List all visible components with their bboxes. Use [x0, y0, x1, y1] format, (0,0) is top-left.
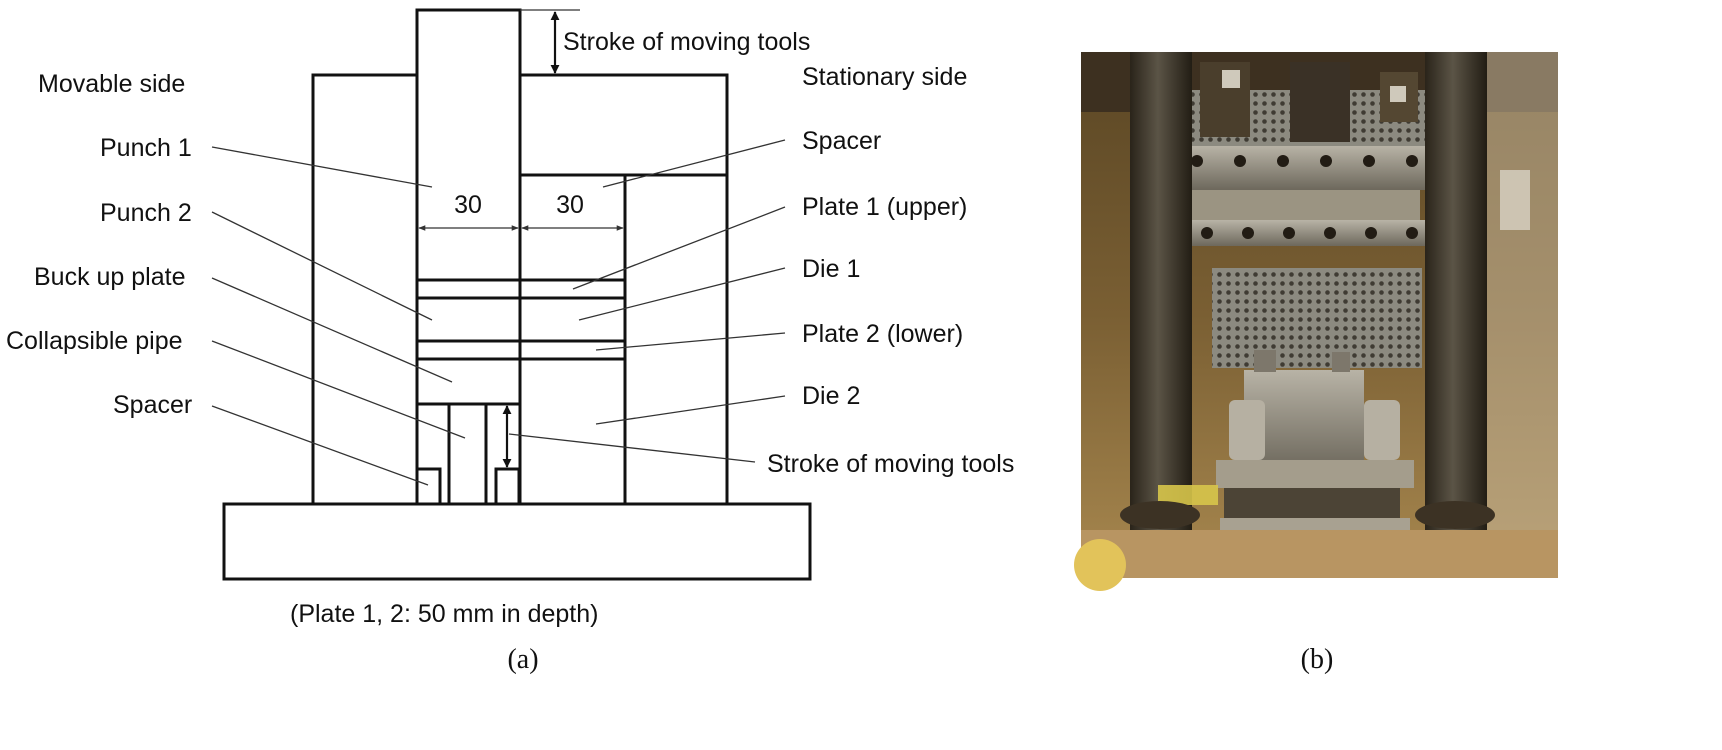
leader-plate-2 — [595, 332, 786, 351]
die-1-label: Die 1 — [802, 255, 860, 283]
stroke-top-label: Stroke of moving tools — [563, 28, 810, 56]
spacer-left-label: Spacer — [113, 391, 192, 419]
movable-side-label: Movable side — [38, 70, 185, 98]
movable-side-block — [311, 73, 417, 504]
plate-2-lower — [415, 339, 627, 361]
spacer-bottom-left — [415, 467, 442, 506]
leader-die-1 — [578, 267, 786, 321]
leader-spacer-left — [211, 405, 429, 486]
leader-plate-1 — [572, 206, 786, 290]
stationary-side-block — [520, 73, 729, 504]
collapsible-pipe — [447, 404, 488, 504]
dim-right-label: 30 — [556, 191, 584, 219]
spacer-right-label: Spacer — [802, 127, 881, 155]
leader-collapsible-pipe — [211, 340, 466, 439]
leader-spacer-right — [602, 139, 786, 188]
base-block — [222, 502, 812, 581]
leader-die-2 — [595, 395, 786, 425]
punch-2-label: Punch 2 — [100, 199, 192, 227]
plate-2-label: Plate 2 (lower) — [802, 320, 963, 348]
caption-a: (a) — [507, 644, 538, 675]
plate-1-upper — [415, 278, 627, 300]
schematic-diagram: 30 30 Stroke of moving tools Movable sid… — [6, 8, 1014, 628]
leader-buck-up-plate — [211, 277, 453, 383]
collapsible-pipe-label: Collapsible pipe — [6, 327, 183, 355]
punch-1-column — [415, 8, 522, 504]
leader-lines — [211, 139, 786, 486]
stationary-side-label: Stationary side — [802, 63, 967, 91]
leader-punch-2 — [211, 211, 433, 321]
stroke-bottom-label: Stroke of moving tools — [767, 450, 1014, 478]
depth-note: (Plate 1, 2: 50 mm in depth) — [290, 600, 598, 628]
leader-stroke-bottom — [508, 433, 756, 463]
dim-left-label: 30 — [454, 191, 482, 219]
die-2-label: Die 2 — [802, 382, 860, 410]
buck-up-plate-label: Buck up plate — [34, 263, 186, 291]
plate-1-label: Plate 1 (upper) — [802, 193, 967, 221]
press-photo — [1074, 52, 1558, 591]
leader-punch-1 — [211, 146, 433, 188]
punch-1-label: Punch 1 — [100, 134, 192, 162]
caption-b: (b) — [1301, 644, 1334, 675]
spacer-bottom-right — [494, 467, 521, 506]
